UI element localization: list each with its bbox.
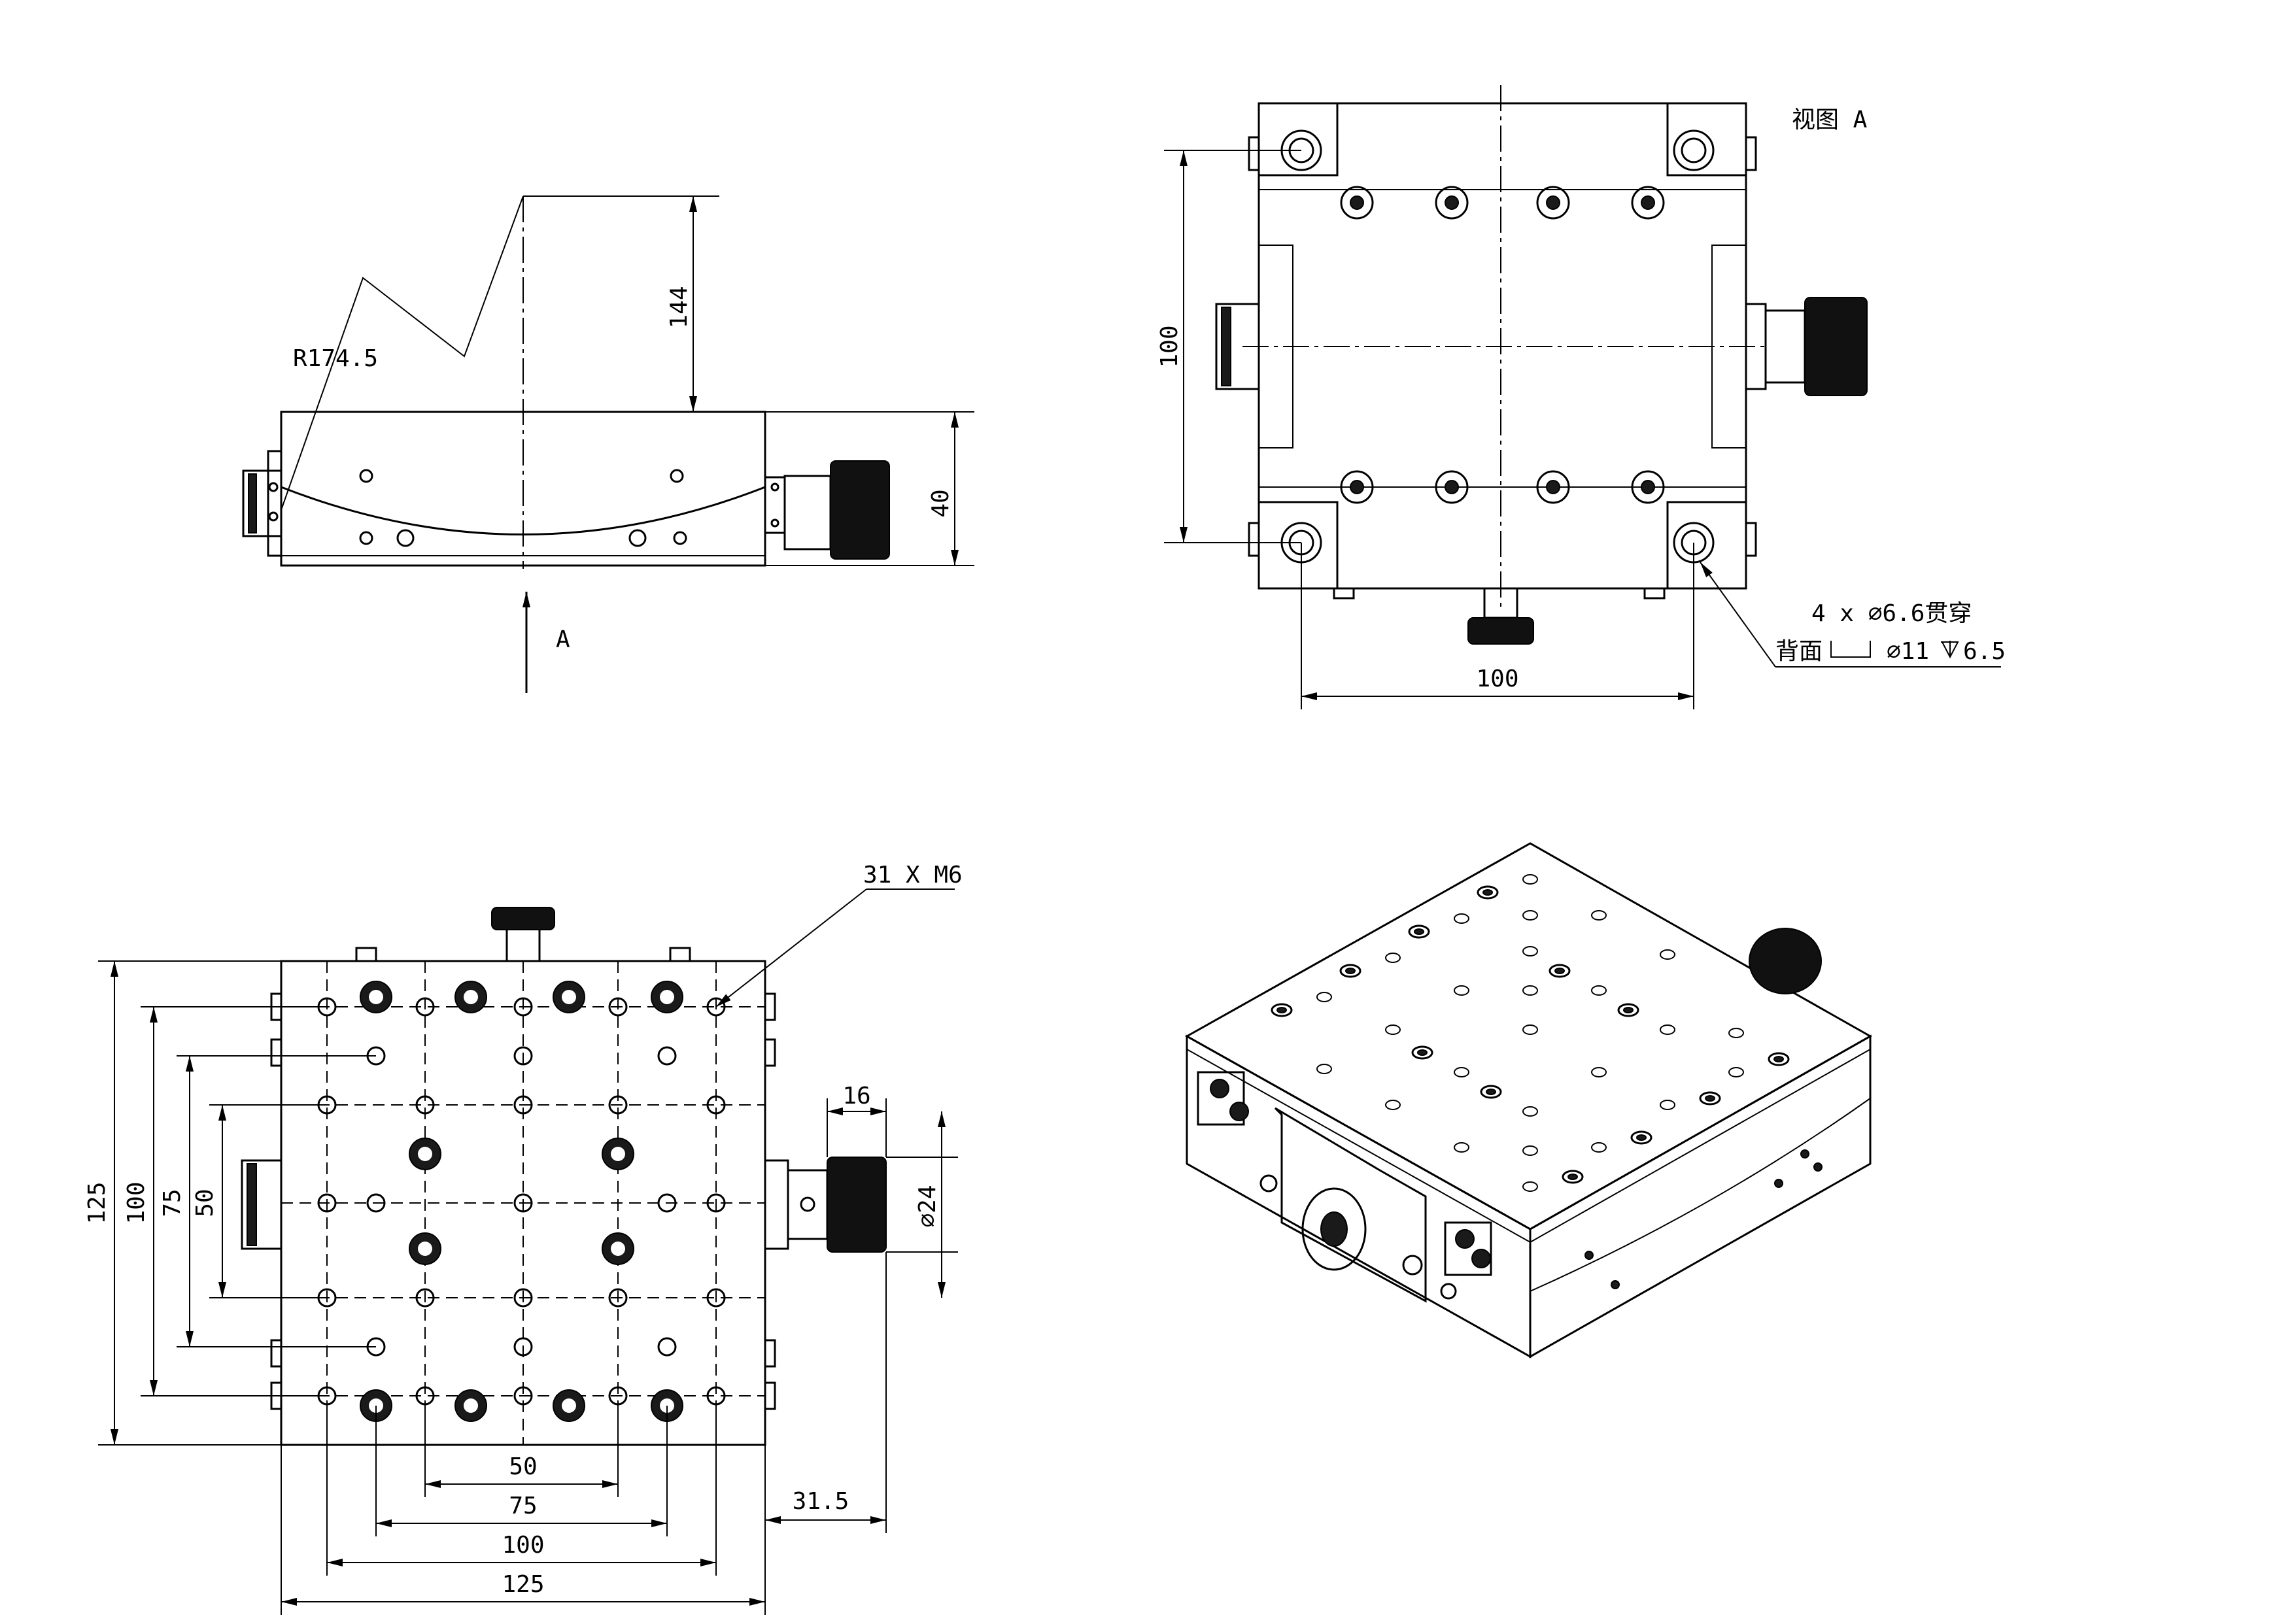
hole-note-line2: ⌀11 <box>1887 638 1929 665</box>
dim-144: 144 <box>666 286 693 328</box>
depth-symbol <box>1941 641 1959 659</box>
dim-h-50: 50 <box>509 1453 537 1480</box>
radius-label: R174.5 <box>293 345 378 372</box>
view-arrow-label: A <box>556 626 570 653</box>
dim-vertical-100: 100 <box>1156 325 1183 367</box>
hole-note-prefix: 背面 <box>1775 638 1823 665</box>
view-title: 视图 A <box>1792 107 1868 133</box>
iso-left-face <box>1186 1034 1532 1359</box>
dim-v-100: 100 <box>123 1181 150 1224</box>
knob-length: 16 <box>842 1083 870 1109</box>
hole-grid <box>281 961 765 1445</box>
side-view: R174.5 144 40 A <box>242 195 974 693</box>
iso-top-face <box>1184 842 1873 1230</box>
iso-top-holes <box>1271 874 1790 1192</box>
plain-holes <box>317 997 726 1406</box>
iso-right-face <box>1529 1034 1872 1359</box>
thread-note: 31 X M6 <box>863 862 963 888</box>
counterbore-symbol <box>1830 641 1871 658</box>
dim-v-50: 50 <box>192 1189 218 1217</box>
dim-h-75: 75 <box>509 1493 537 1519</box>
dim-h-31-5: 31.5 <box>793 1488 849 1515</box>
dim-40: 40 <box>927 489 954 517</box>
top-row-holes <box>1340 186 1665 504</box>
dim-h-125: 125 <box>502 1571 544 1598</box>
hole-note-line1: 4 x ⌀6.6贯穿 <box>1811 600 1972 627</box>
top-view: 视图 A <box>1156 85 2006 709</box>
isometric-view <box>1184 842 1873 1359</box>
hole-note-depth: 6.5 <box>1963 638 2006 665</box>
knob-diameter: ⌀24 <box>914 1185 941 1227</box>
dim-v-125: 125 <box>84 1181 111 1224</box>
plan-view: 31 X M6 50 75 100 125 31.5 125 100 <box>84 862 963 1615</box>
dim-h-100: 100 <box>502 1532 544 1559</box>
dim-v-75: 75 <box>159 1189 186 1217</box>
dim-horizontal-100: 100 <box>1476 666 1518 692</box>
